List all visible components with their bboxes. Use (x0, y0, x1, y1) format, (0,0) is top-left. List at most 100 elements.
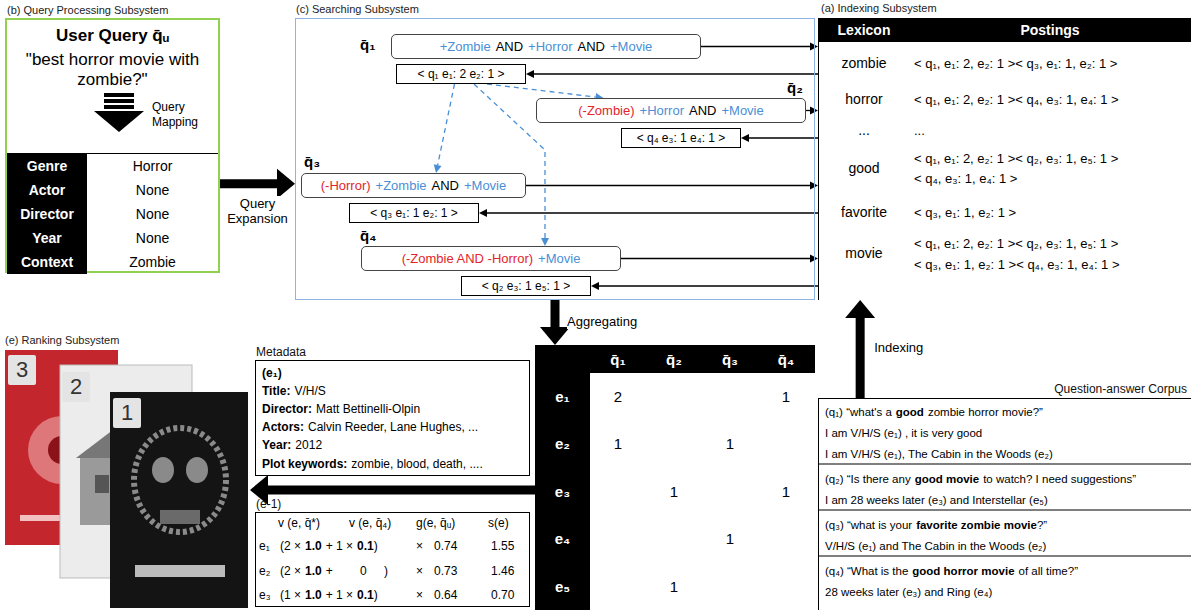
ranking-panel: (e) Ranking Subsystem321 (5, 350, 250, 608)
text-line: (q₄) “What is thegood horror movieof all… (825, 563, 1078, 579)
connector-line (487, 212, 818, 213)
label-text: (q₂) “Is there any (825, 473, 911, 485)
label-text: 1 (782, 388, 790, 405)
label-text: V/H/S (294, 384, 325, 398)
label-text: Query Mapping (152, 100, 198, 129)
arrow-head (540, 327, 570, 345)
connector-line (749, 137, 818, 138)
label-text: +Movie (610, 39, 652, 54)
label-text: 1.0 (305, 564, 322, 578)
text-line: e₁ (259, 534, 270, 558)
text-line: favorite (819, 203, 909, 221)
text-line: Actor (7, 178, 87, 202)
label-text: movie (845, 245, 882, 261)
label-text: + 1 × (326, 588, 353, 602)
connector-line (438, 84, 455, 165)
text-line: Metadata (256, 345, 306, 359)
arrow-head (434, 164, 442, 173)
arrow-bar (104, 93, 134, 97)
label-text: q̄₁ (360, 36, 375, 53)
label-text: × (416, 588, 423, 602)
label-text: e₃ (259, 588, 271, 602)
text-line: Zombie (87, 250, 218, 274)
label-text: < q₁, e₁: 2, e₂: 1 >< q₂, e₃: 1, e₅: 1 > (914, 236, 1118, 251)
label-text: ?” (1037, 519, 1047, 531)
text-line: 2 (590, 373, 646, 420)
label-text: Director (20, 206, 74, 222)
label-text: Lexicon (838, 22, 891, 38)
label-text: Context (21, 254, 73, 270)
label-text: +Horror (528, 39, 572, 54)
text-line: e₃ (535, 468, 590, 515)
label-text: 1 (121, 400, 133, 426)
poster-art (134, 428, 226, 532)
edge-label: Indexing (874, 340, 923, 355)
label-text: (1 × (280, 588, 301, 602)
text-line: (1 ×1.0+ 1 ×0.1) (280, 583, 378, 607)
corpus-separators (819, 464, 1191, 556)
label-text: (c) Searching Subsystem (296, 3, 419, 15)
label-text: AND (496, 39, 523, 54)
text-line: × (416, 559, 423, 583)
label-text: 1 (726, 435, 734, 452)
connector-line (534, 73, 818, 74)
text-line: < q₃, e₁: 1, e₂: 1 >< q₄, e₃: 1, e₄: 1 > (914, 255, 1120, 273)
connector (591, 282, 818, 290)
label-text: ) (374, 588, 378, 602)
label-text: User Query q̄ᵤ (56, 26, 169, 46)
score-table-grid (256, 513, 529, 606)
text-line: (q₁) “what's agoodzombie horror movie?” (825, 404, 1043, 420)
label-text: None (136, 182, 169, 198)
label-text: good movie (915, 473, 980, 485)
arrow-head (526, 70, 534, 78)
result-box: < q₁ e₁: 2 e₂: 1 > (396, 64, 526, 84)
label-text: 2 (70, 374, 82, 400)
label-text: (b) Query Processing Subsystem (7, 4, 168, 16)
result-box: < q₃ e₁: 1 e₂: 1 > (349, 203, 479, 223)
connector-line (856, 318, 865, 398)
text-line: Lexicon (819, 18, 909, 42)
text-line: 1.55 (491, 534, 514, 558)
text-line: v (e, q̄*) (278, 513, 320, 533)
text-line: (q₃) “what is yourfavorite zombie movie?… (825, 517, 1047, 533)
label-text: "best horror movie with zombie?" (26, 50, 199, 89)
label-text: q̄₂ (787, 79, 803, 96)
label-text: (e) Ranking Subsystem (5, 334, 119, 346)
connector (806, 107, 818, 115)
label-text: I am 28 weeks later (e₃) and Interstella… (825, 494, 1048, 506)
arrow-head (810, 43, 818, 51)
arrow-head (479, 209, 487, 217)
text-line: e₁ (535, 373, 590, 420)
label-text: 1 (726, 530, 734, 547)
label-text: Zombie (129, 254, 176, 270)
text-line: × (416, 583, 423, 607)
text-line: 1 (702, 515, 758, 562)
label-text: +Zombie (376, 178, 427, 193)
connector (701, 43, 818, 51)
text-line: Director:Matt Bettinelli-Olpin (262, 400, 420, 417)
down-arrow (94, 93, 144, 132)
label-text: good (896, 406, 924, 418)
poster-art (95, 475, 109, 493)
edge-label: Aggregating (567, 314, 637, 329)
result-box: < q₂ e₃: 1 e₅: 1 > (461, 276, 591, 296)
text-line: 28 weeks later (e₃) and Ring (e₄) (825, 584, 992, 600)
label-text: e₂ (555, 435, 570, 452)
text-line: (2 ×1.0+ (280, 559, 333, 583)
text-line: 1 (646, 468, 702, 515)
label-text: favorite zombie movie (916, 519, 1037, 531)
label-text: (2 × (280, 539, 301, 553)
text-line: I am V/H/S (e₁), The Cabin in the Woods … (825, 446, 1053, 462)
text-line: q̄₃ (702, 345, 758, 373)
label-text: 1 (670, 578, 678, 595)
label-text: to watch? I need suggestions” (983, 473, 1136, 485)
label-text: + 1 × (326, 539, 353, 553)
label-text: e₁ (259, 539, 270, 553)
text-line: None (87, 178, 218, 202)
arrow-head (94, 111, 144, 132)
connector-line (806, 110, 810, 111)
label-text: g(e, q̄ᵤ) (416, 516, 455, 530)
text-line: < q₁, e₁: 2, e₂: 1 >< q₃, e₁: 1, e₂: 1 > (914, 54, 1117, 72)
label-text: Genre (27, 158, 67, 174)
label-text: Calvin Reeder, Lane Hughes, ... (308, 420, 478, 434)
